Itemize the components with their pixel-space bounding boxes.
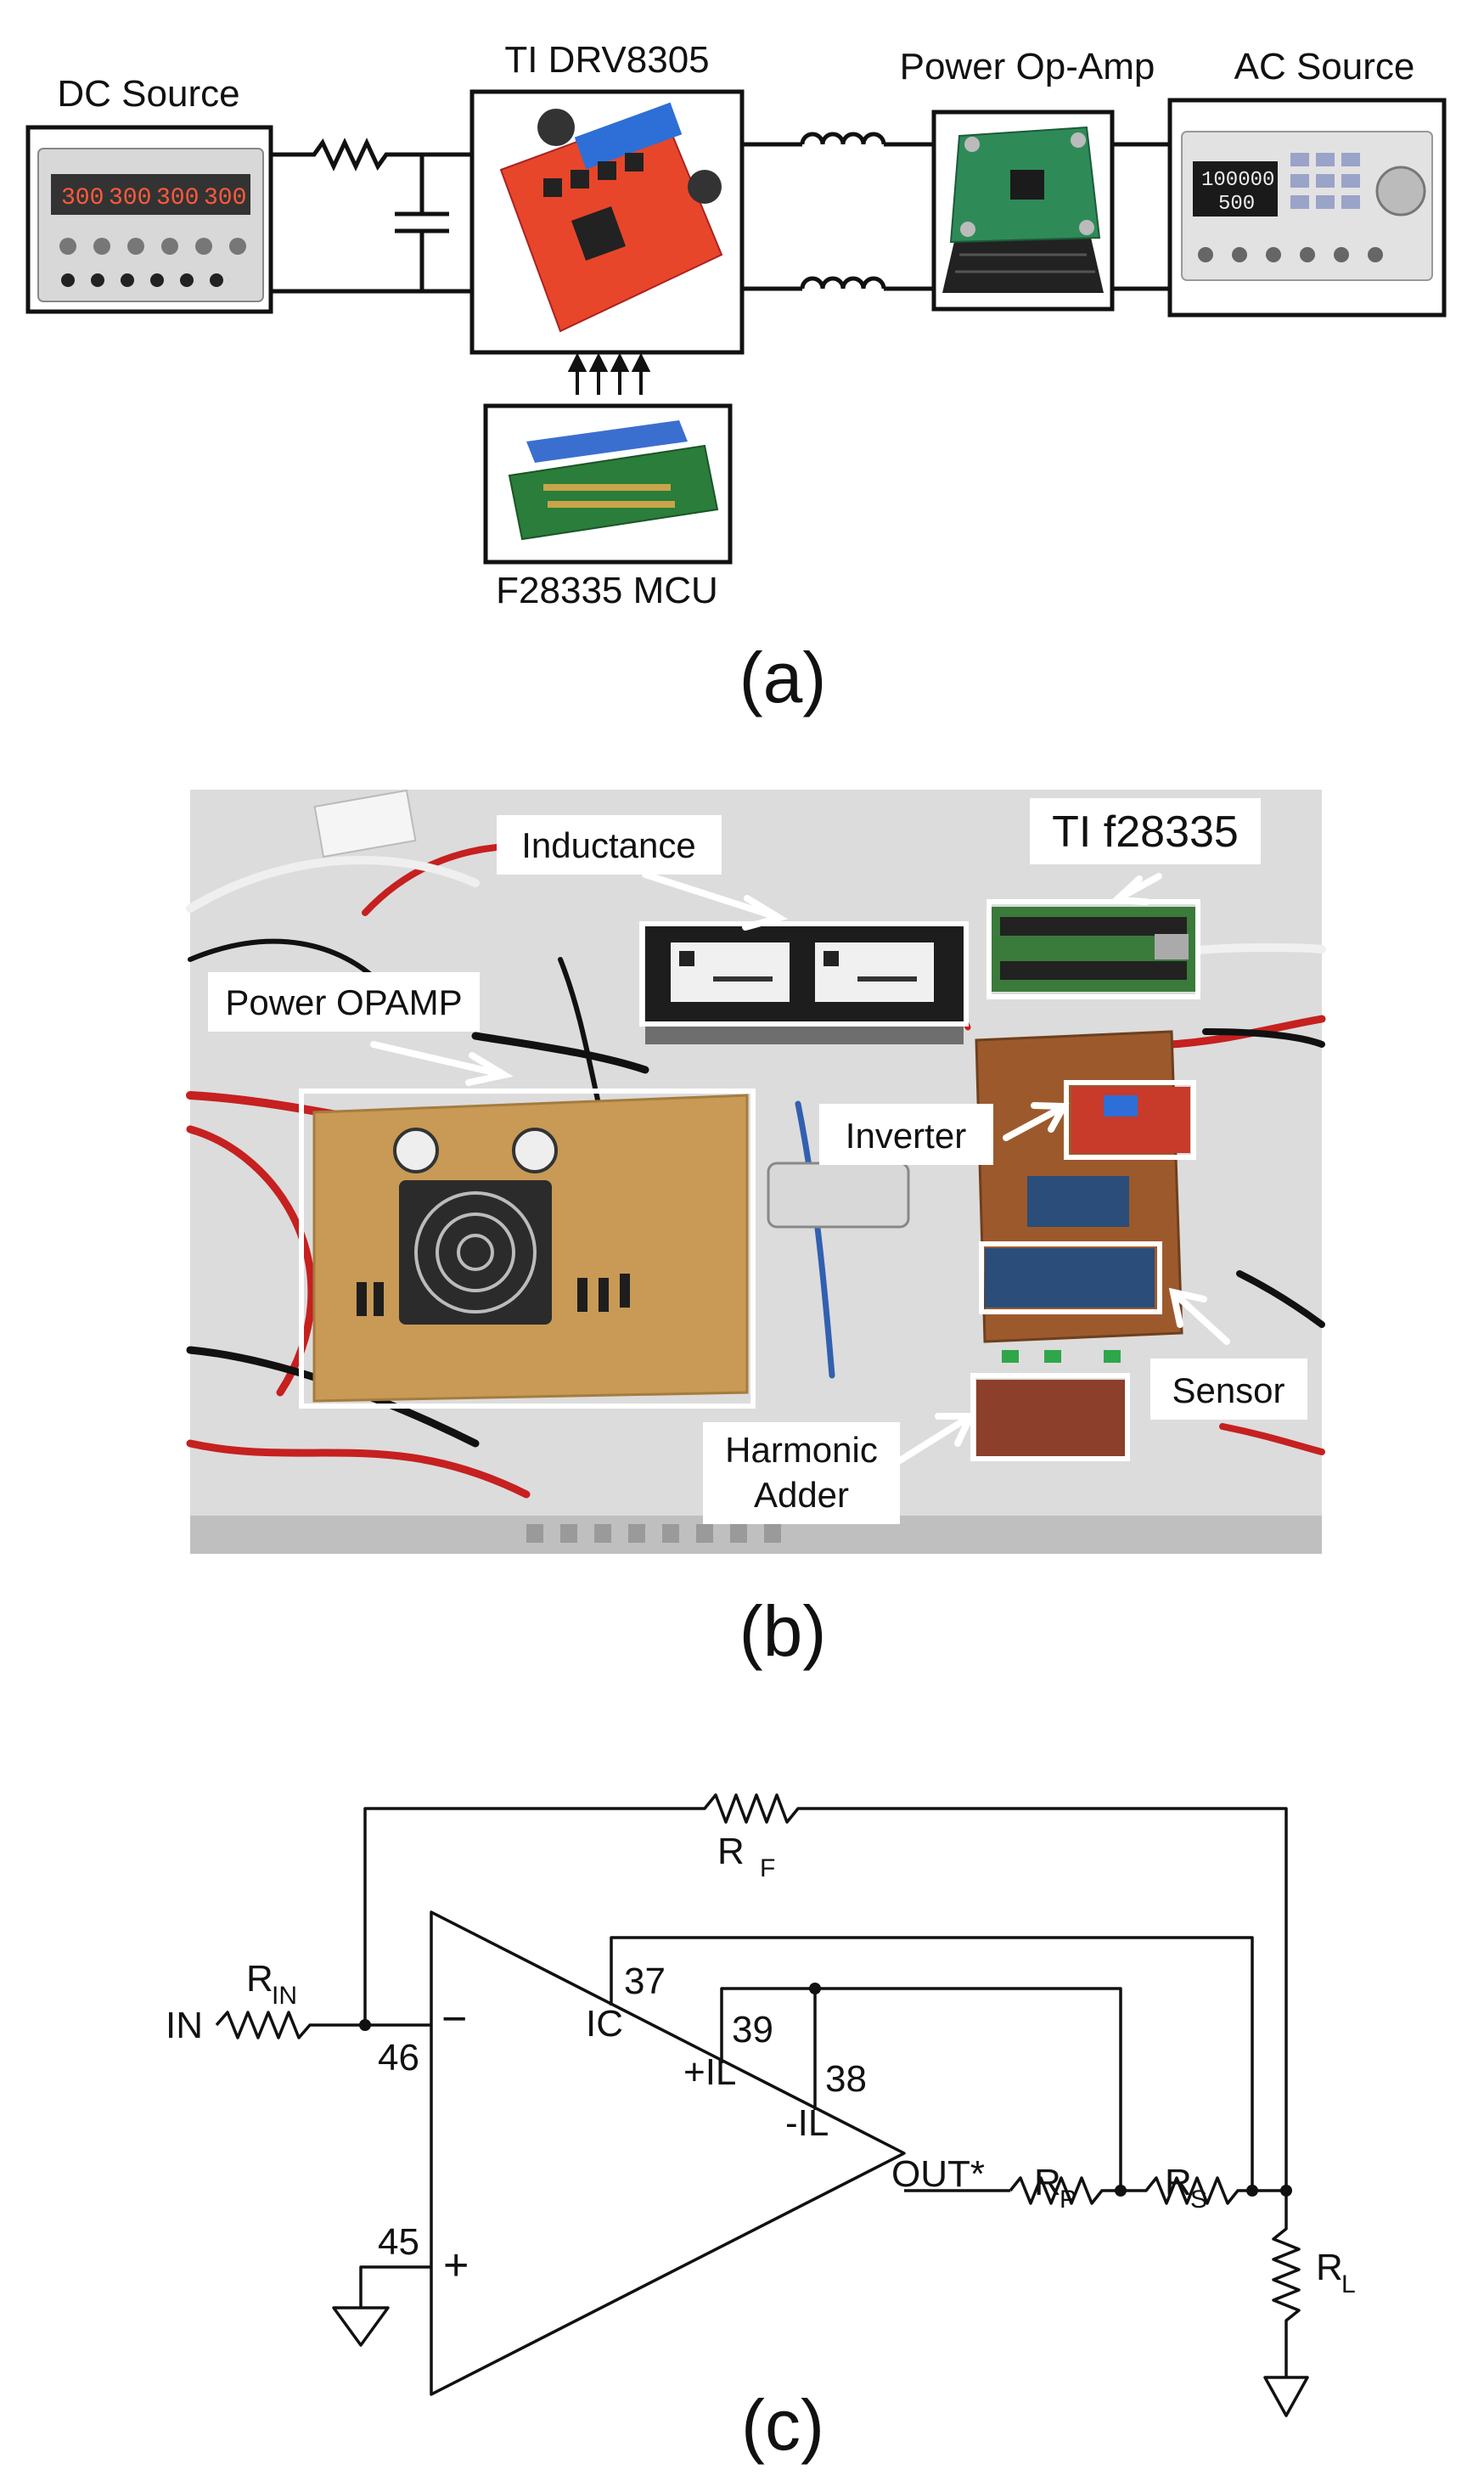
inductance-frame — [639, 921, 969, 1027]
noninverting-plus-label: + — [443, 2241, 469, 2290]
rin-label-sub: IN — [272, 1982, 297, 2010]
panel-b: Inductance TI f28335 Power OPAMP Inverte… — [186, 789, 1326, 1671]
psu-display-4: 300 — [204, 185, 246, 211]
rp-label-main: R — [1034, 2162, 1061, 2203]
inductor-wires — [742, 132, 934, 291]
gen-display-2: 500 — [1218, 193, 1255, 216]
power-opamp-box — [931, 110, 1115, 312]
dc-link-wires — [271, 138, 472, 294]
opamp-triangle — [430, 1910, 906, 2396]
pin-46-label: 46 — [378, 2037, 419, 2079]
caption-a: (a) — [739, 638, 827, 717]
ground-left-icon — [332, 2306, 390, 2347]
node-inverting — [359, 2019, 371, 2031]
ic-label: IC — [586, 2003, 623, 2045]
minus-il-label: -IL — [785, 2102, 829, 2144]
rin-resistor-icon — [215, 2011, 365, 2039]
harmonic-label-line2: Adder — [754, 1475, 849, 1515]
harmonic-label-line1: Harmonic — [725, 1430, 878, 1470]
ti-frame — [987, 899, 1200, 999]
caption-b: (b) — [739, 1591, 827, 1671]
pin-45-label: 45 — [378, 2221, 419, 2263]
sensor-label: Sensor — [1172, 1370, 1284, 1410]
node-39-38 — [809, 1983, 821, 1994]
node-ic — [1246, 2185, 1258, 2197]
rs-label-sub: S — [1190, 2186, 1207, 2214]
inductor-bottom-icon — [800, 276, 886, 290]
rf-label-main: R — [717, 1831, 745, 1872]
inverter-label: Inverter — [846, 1116, 966, 1156]
panel-a: DC Source TI DRV8305 Power Op-Amp AC Sou… — [25, 39, 1447, 717]
gen-display-1: 100000 — [1201, 169, 1274, 192]
inductance-label: Inductance — [521, 825, 696, 865]
node-rp-rs — [1115, 2185, 1127, 2197]
rf-label-sub: F — [760, 1854, 775, 1882]
driver-label: TI DRV8305 — [504, 39, 709, 81]
circuit-wires — [215, 1793, 1309, 2417]
rs-resistor-icon — [1121, 2176, 1286, 2205]
rl-label-main: R — [1316, 2247, 1343, 2288]
rf-resistor-icon — [363, 1793, 1288, 2191]
power-opamp-label: Power Op-Amp — [900, 46, 1155, 87]
mcu-box — [483, 403, 733, 565]
pin-39-label: 39 — [732, 2009, 773, 2051]
psu-display-2: 300 — [109, 185, 151, 211]
panel-c: IN R IN R F 46 45 − + 37 IC 39 +IL 38 -I… — [166, 1793, 1356, 2465]
ac-source-box: 100000 500 — [1167, 98, 1447, 318]
dc-source-label: DC Source — [57, 73, 239, 115]
caption-c: (c) — [741, 2385, 824, 2465]
inverting-minus-label: − — [441, 1994, 467, 2044]
mcu-label: F28335 MCU — [496, 570, 718, 611]
plus-il-label: +IL — [683, 2051, 736, 2093]
rs-label-main: R — [1165, 2162, 1192, 2203]
ac-source-label: AC Source — [1234, 46, 1415, 87]
photo-arrows — [370, 871, 1230, 1464]
rl-label-sub: L — [1341, 2270, 1356, 2298]
driver-box — [469, 89, 745, 355]
node-out — [1280, 2185, 1292, 2197]
pin-38-label: 38 — [825, 2058, 867, 2100]
ti-label: TI f28335 — [1052, 807, 1239, 857]
inverter-frame — [1064, 1080, 1196, 1160]
power-opamp-photo-label: Power OPAMP — [225, 982, 462, 1022]
rp-label-sub: P — [1060, 2186, 1076, 2214]
harmonic-board — [976, 1380, 1125, 1456]
psu-display-3: 300 — [156, 185, 199, 211]
rin-label-main: R — [246, 1958, 273, 2000]
control-arrows — [567, 352, 651, 395]
dc-source-box: 300 300 300 300 — [25, 125, 273, 314]
pin-37-label: 37 — [624, 1961, 666, 2002]
ground-right-icon — [1263, 2376, 1309, 2417]
fan-icon — [399, 1180, 552, 1325]
power-opamp-frame — [299, 1089, 756, 1409]
rp-resistor-icon — [1009, 2176, 1121, 2205]
in-label: IN — [166, 2005, 203, 2046]
rl-resistor-icon — [1272, 2191, 1301, 2377]
out-label: OUT* — [891, 2153, 985, 2195]
sensor-frame — [979, 1241, 1162, 1314]
psu-display-1: 300 — [61, 185, 104, 211]
inductor-top-icon — [800, 132, 886, 145]
dc-resistor-icon — [271, 138, 472, 172]
